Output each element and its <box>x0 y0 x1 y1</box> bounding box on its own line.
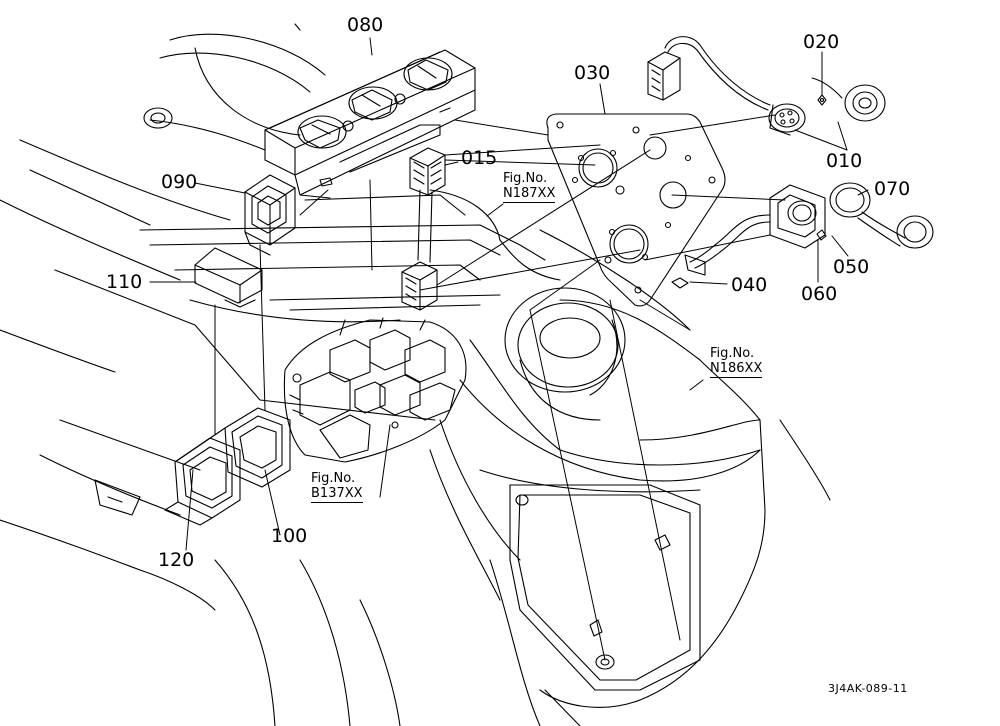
drawing-code: 3J4AK-089-11 <box>828 682 908 695</box>
part-label-110[interactable]: 110 <box>106 271 143 293</box>
part-label-015[interactable]: 015 <box>461 147 498 169</box>
lower-switches <box>164 407 291 526</box>
leader-lines <box>149 37 869 661</box>
socket-020-010 <box>647 36 886 136</box>
figure-ref-n187[interactable]: Fig.No. N187XX <box>503 171 556 203</box>
part-label-050[interactable]: 050 <box>833 256 870 278</box>
figure-ref-number: B137XX <box>311 485 363 503</box>
mounting-plate-030 <box>546 113 726 307</box>
figure-ref-caption: Fig.No. <box>503 171 548 186</box>
cup-holder <box>504 287 626 421</box>
part-label-080[interactable]: 080 <box>347 14 384 36</box>
part-label-040[interactable]: 040 <box>731 274 768 296</box>
part-label-030[interactable]: 030 <box>574 62 611 84</box>
electrical-box <box>283 317 467 463</box>
figure-ref-number: N186XX <box>710 360 763 378</box>
part-label-090[interactable]: 090 <box>161 171 198 193</box>
part-label-060[interactable]: 060 <box>801 283 838 305</box>
figure-ref-number: N187XX <box>503 185 556 203</box>
part-label-020[interactable]: 020 <box>803 31 840 53</box>
blank-cover-110 <box>194 247 263 308</box>
figure-ref-caption: Fig.No. <box>710 346 755 361</box>
figure-ref-n186[interactable]: Fig.No. N186XX <box>710 346 763 378</box>
part-label-070[interactable]: 070 <box>874 178 911 200</box>
switch-panel-080 <box>264 23 476 199</box>
figure-ref-caption: Fig.No. <box>311 471 356 486</box>
figure-ref-b137[interactable]: Fig.No. B137XX <box>311 471 363 503</box>
socket-050-070 <box>671 182 934 289</box>
part-label-100[interactable]: 100 <box>271 525 308 547</box>
part-label-010[interactable]: 010 <box>826 150 863 172</box>
part-label-120[interactable]: 120 <box>158 549 195 571</box>
rocker-switch-090 <box>244 174 296 256</box>
connector-015 <box>401 147 446 311</box>
